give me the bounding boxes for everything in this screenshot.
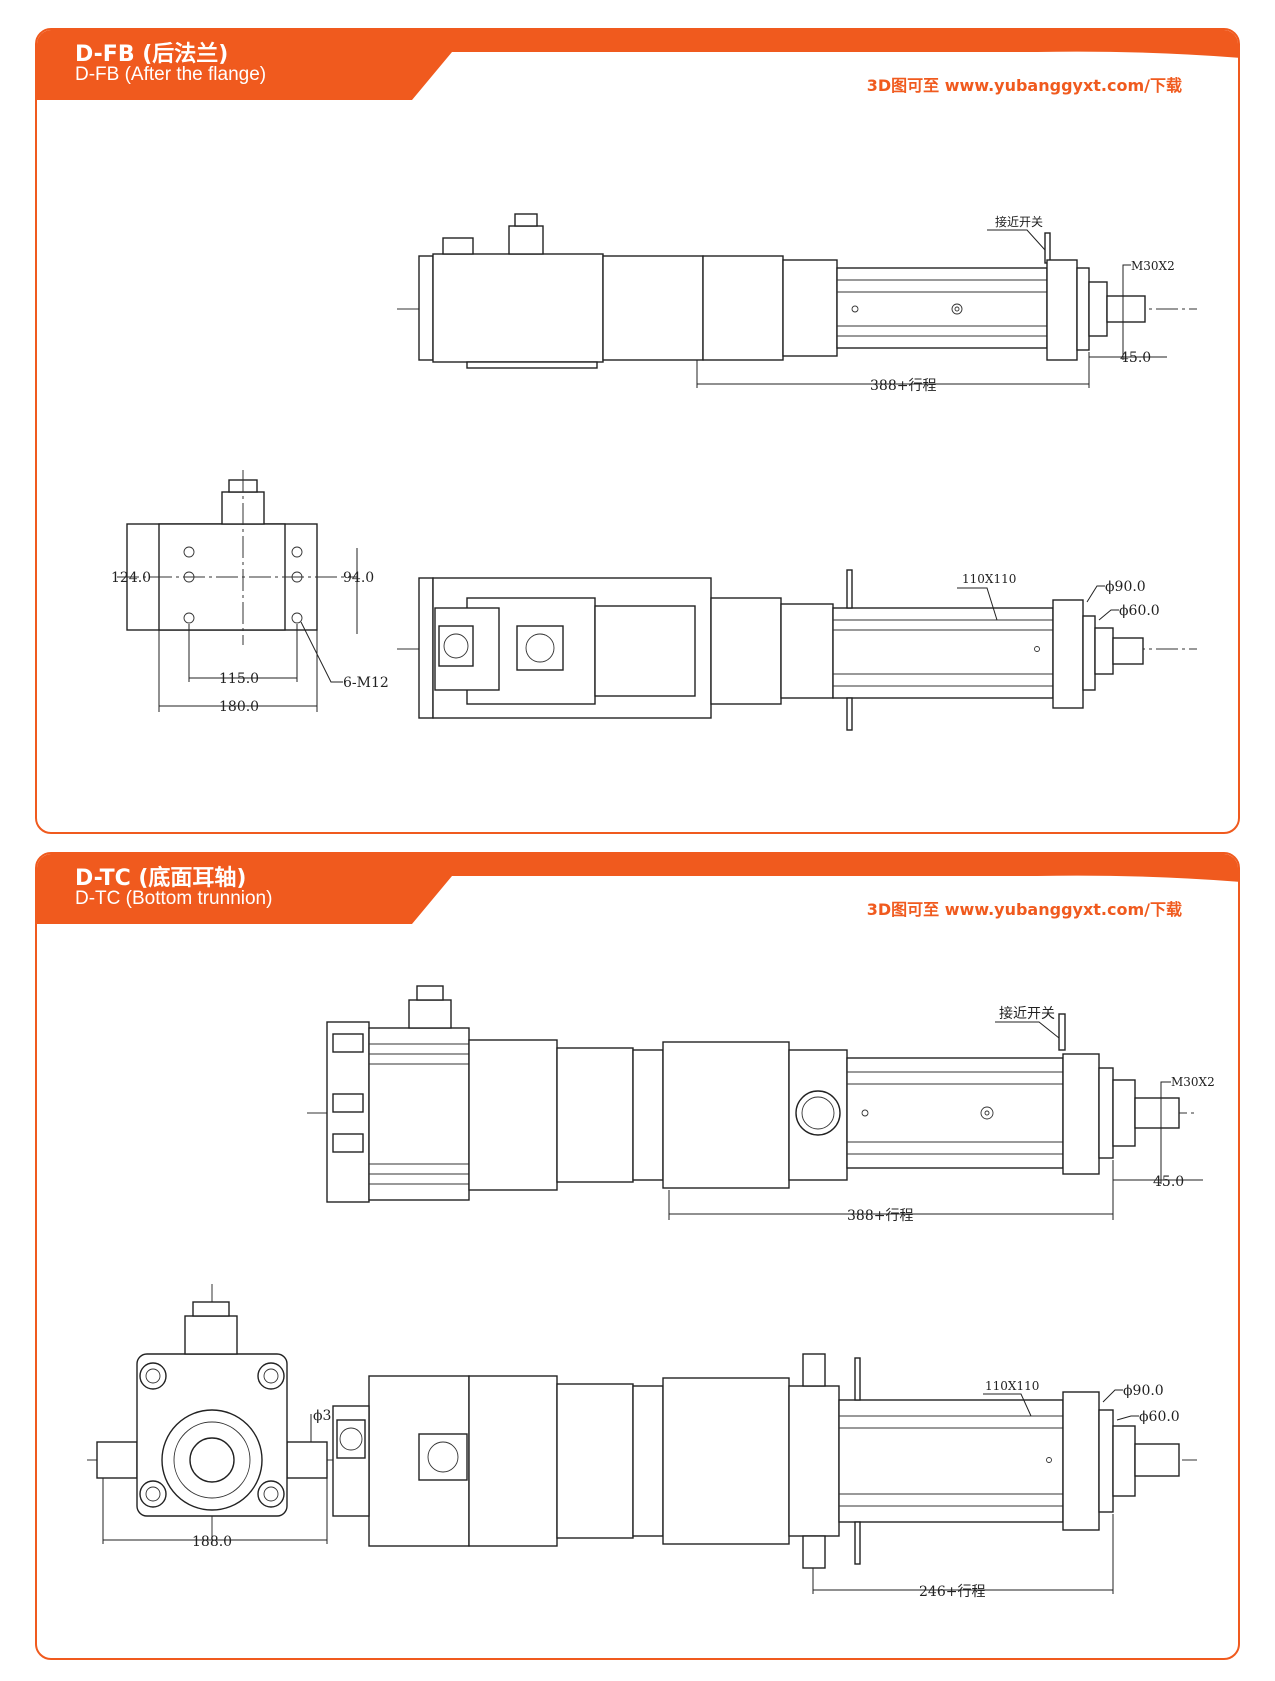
square-label: 110X110 [985, 1379, 1039, 1393]
dia-outer-label: ϕ90.0 [1105, 579, 1146, 595]
section-subtitle: D-FB (After the flange) [75, 64, 267, 85]
dim-height-inner: 94.0 [343, 570, 374, 586]
dim-stroke-length: 388+行程 [847, 1208, 913, 1224]
proximity-switch-label: 接近开关 [999, 1005, 1055, 1022]
dia-inner-label: ϕ60.0 [1119, 603, 1160, 619]
dim-trunnion-stroke: 246+行程 [919, 1584, 985, 1600]
dia-inner-label: ϕ60.0 [1139, 1409, 1180, 1425]
download-link[interactable]: 3D图可至 www.yubanggyxt.com/下载 [866, 76, 1182, 95]
dtc-top-view: 246+行程 110X110 ϕ90.0 ϕ60.0 [332, 1353, 1197, 1600]
dtc-end-view: 188.0 ϕ30.0 [87, 1284, 354, 1550]
thread-label: M30X2 [1131, 259, 1175, 273]
download-link[interactable]: 3D图可至 www.yubanggyxt.com/下载 [866, 900, 1182, 919]
dfb-top-view: 110X110 ϕ90.0 ϕ60.0 [397, 569, 1197, 731]
section-dtc: D-TC (底面耳轴) D-TC (Bottom trunnion) 3D图可至… [35, 852, 1240, 1660]
dia-outer-label: ϕ90.0 [1123, 1383, 1164, 1399]
dfb-drawing: 388+行程 45.0 M30X2 接近开关 [111, 213, 1197, 731]
section-title: D-TC (底面耳轴) [75, 866, 247, 891]
section-dfb: D-FB (后法兰) D-FB (After the flange) 3D图可至… [35, 28, 1240, 834]
dtc-drawing: 388+行程 45.0 M30X2 接近开关 [87, 985, 1215, 1600]
section-subtitle: D-TC (Bottom trunnion) [75, 888, 273, 909]
section-banner [37, 30, 1238, 100]
dim-stroke-length: 388+行程 [870, 378, 936, 394]
dim-width-holes: 115.0 [219, 671, 259, 687]
dtc-side-view: 388+行程 45.0 M30X2 接近开关 [307, 985, 1215, 1224]
section-title: D-FB (后法兰) [75, 42, 229, 67]
dim-rod-length: 45.0 [1120, 350, 1151, 366]
dim-trunnion-span: 188.0 [192, 1534, 232, 1550]
section-banner [37, 854, 1238, 924]
holes-label: 6-M12 [343, 675, 389, 691]
square-label: 110X110 [962, 572, 1016, 586]
dim-rod-length: 45.0 [1153, 1174, 1184, 1190]
proximity-switch-label: 接近开关 [995, 214, 1043, 229]
dim-height: 124.0 [111, 570, 151, 586]
dim-width-total: 180.0 [219, 699, 259, 715]
dfb-end-view: 115.0 180.0 94.0 124.0 6-M12 [111, 470, 389, 715]
thread-label: M30X2 [1171, 1075, 1215, 1089]
dfb-side-view: 388+行程 45.0 M30X2 接近开关 [397, 213, 1197, 394]
